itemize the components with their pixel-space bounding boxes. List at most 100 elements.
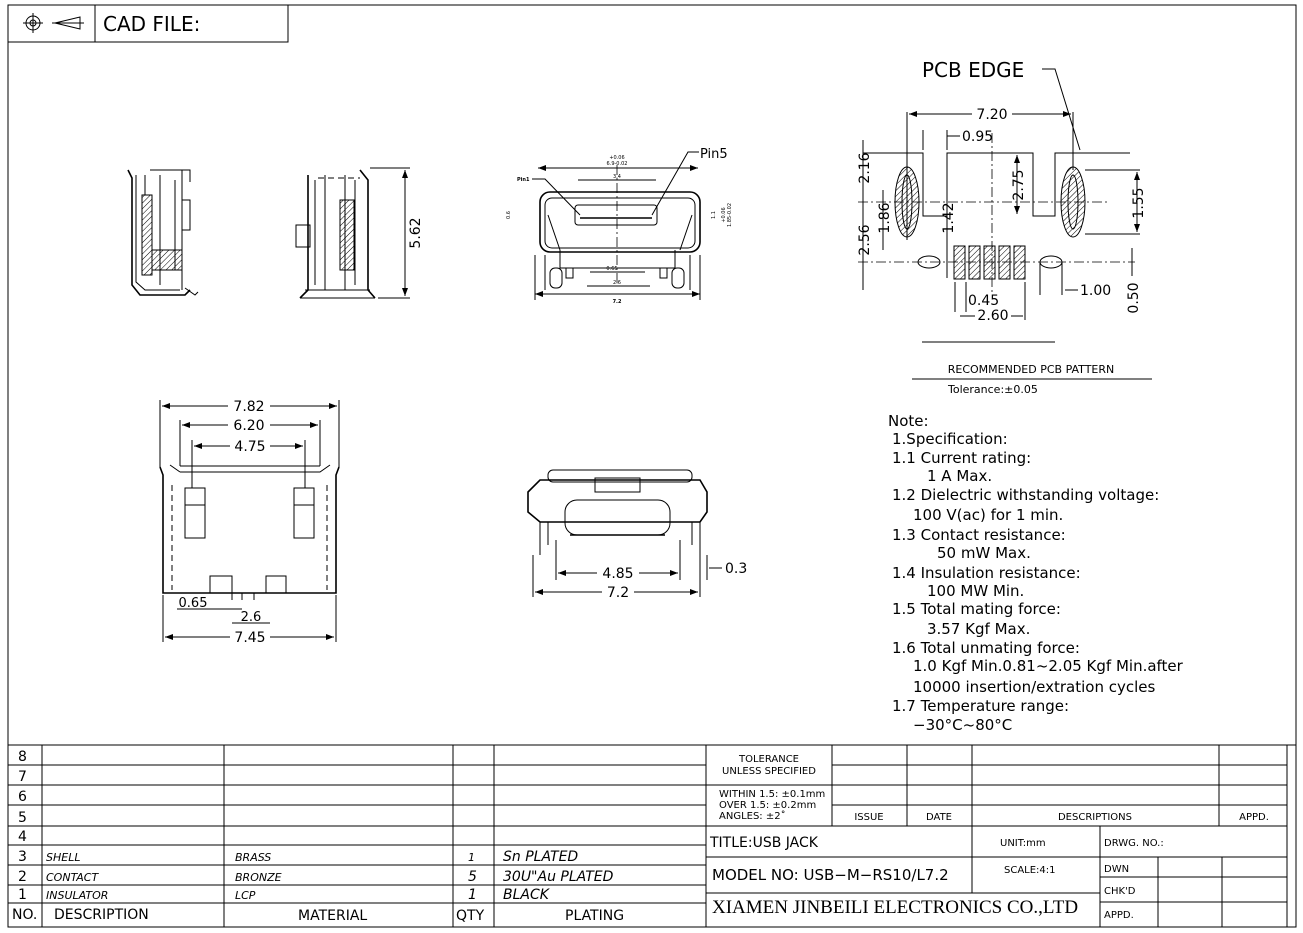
checked-by-label: CHK'D [1104, 886, 1136, 897]
front-view: +0.06 6.9-0.02 3.4 0.65 2.6 7.2 0.6 1.1 … [506, 147, 733, 305]
bom-row-insulator: 1 INSULATOR LCP 1 BLACK [18, 887, 551, 903]
pcb-pattern-caption: RECOMMENDED PCB PATTERN [948, 363, 1115, 376]
left-height-dimension: 0.6 [506, 211, 512, 219]
bom-description: CONTACT [46, 871, 99, 884]
cad-file-header: CAD FILE: [7, 4, 289, 43]
inner-width-dimension: 3.4 [613, 174, 621, 180]
width-tolerance: +0.06 [609, 155, 624, 161]
drawn-by-label: DWN [1104, 864, 1129, 875]
cad-file-label: CAD FILE: [103, 12, 200, 36]
approved-by-label: APPD. [1104, 910, 1134, 921]
pcb-edge-label: PCB EDGE [922, 58, 1024, 82]
note-line: 1.1 Current rating: [892, 449, 1031, 467]
bom-qty: 1 [468, 887, 477, 903]
notes-title: Note: [888, 412, 929, 430]
issue-header: ISSUE [854, 812, 883, 823]
dim-0-65: 0.65 [179, 596, 208, 611]
header-qty: QTY [456, 908, 485, 924]
tolerance-heading: TOLERANCE [738, 754, 799, 765]
first-angle-projection-icon [23, 13, 84, 33]
span-dimension: 2.6 [613, 280, 621, 286]
dim-0-3: 0.3 [725, 561, 747, 577]
tolerance-angles: ANGLES: ±2˚ [719, 810, 786, 822]
scale-label: SCALE:4:1 [1004, 865, 1056, 876]
pad [998, 245, 1011, 280]
bom-description: SHELL [46, 851, 80, 864]
dim-1-42: 1.42 [941, 202, 957, 233]
bill-of-materials: 8 7 6 5 4 3 SHELL BRASS 1 Sn PLATED 2 CO… [8, 744, 1296, 927]
tolerance-within: WITHIN 1.5: ±0.1mm [719, 789, 825, 800]
pin5-label: Pin5 [700, 147, 728, 162]
bom-no: 1 [18, 887, 27, 903]
row-number: 6 [18, 789, 27, 805]
date-header: DATE [926, 812, 952, 823]
note-line: 3.57 Kgf Max. [927, 620, 1030, 638]
right-dimension: 1.85-0.02 [727, 203, 733, 227]
unit-label: UNIT:mm [1000, 838, 1046, 849]
dim-2-6: 2.6 [241, 610, 262, 625]
bom-material: LCP [235, 889, 256, 902]
pcb-pattern: PCB EDGE 7.20 0.95 2.75 1.55 [857, 58, 1152, 396]
overall-width-dimension: 7.2 [613, 299, 622, 305]
model-number: MODEL NO: USB−M−RS10/L7.2 [712, 866, 949, 884]
bom-material: BRONZE [235, 871, 282, 884]
note-line: 100 V(ac) for 1 min. [913, 506, 1063, 524]
bom-material: BRASS [235, 851, 271, 864]
pad [1013, 245, 1026, 280]
note-line: 1.0 Kgf Min.0.81~2.05 Kgf Min.after [913, 657, 1184, 675]
header-no: NO. [12, 907, 37, 923]
dim-7-20: 7.20 [976, 107, 1007, 123]
note-line: 10000 insertion/extration cycles [913, 678, 1156, 696]
header-plating: PLATING [565, 908, 624, 924]
right-tolerance: +0.06 [721, 207, 727, 222]
bom-description: INSULATOR [46, 889, 108, 902]
note-line: 1.4 Insulation resistance: [892, 564, 1081, 582]
dim-1-86: 1.86 [877, 202, 893, 233]
bom-plating: BLACK [503, 887, 551, 903]
row-number: 4 [18, 829, 27, 845]
bom-row-contact: 2 CONTACT BRONZE 5 30U"Au PLATED [18, 869, 614, 885]
descriptions-header: DESCRIPTIONS [1058, 812, 1132, 823]
dim-2-60: 2.60 [977, 308, 1008, 324]
appd-header: APPD. [1239, 812, 1269, 823]
row-number: 5 [18, 810, 27, 826]
bom-no: 2 [18, 869, 27, 885]
company-name: XIAMEN JINBEILI ELECTRONICS CO.,LTD [712, 897, 1078, 918]
note-line: 1.7 Temperature range: [892, 697, 1069, 715]
rear-view: 4.85 7.2 0.3 [527, 469, 747, 601]
bom-plating: 30U"Au PLATED [503, 869, 614, 885]
row-number: 7 [18, 769, 27, 785]
header-material: MATERIAL [298, 908, 367, 924]
note-line: 1.2 Dielectric withstanding voltage: [892, 486, 1159, 504]
dim-1-55: 1.55 [1131, 187, 1147, 218]
header-description: DESCRIPTION [54, 907, 149, 923]
side-view-left [127, 169, 199, 296]
bottom-view: 7.82 6.20 4.75 0.65 2.6 7.45 [159, 398, 340, 646]
note-line: 1 A Max. [927, 467, 992, 485]
row-number: 8 [18, 749, 27, 765]
pad [983, 245, 996, 280]
dim-0-45: 0.45 [968, 293, 999, 309]
dim-2-56: 2.56 [857, 224, 873, 255]
bom-qty: 5 [468, 869, 477, 885]
drawing-number-label: DRWG. NO.: [1104, 838, 1164, 849]
side-view-right: 5.62 [295, 167, 424, 299]
drawing-frame [7, 4, 1297, 928]
width-dimension: 6.9-0.02 [607, 161, 628, 167]
dim-4-85: 4.85 [602, 566, 633, 582]
dim-4-75: 4.75 [234, 439, 265, 455]
pad [968, 245, 981, 280]
note-line: 1.6 Total unmating force: [892, 639, 1080, 657]
bom-qty: 1 [468, 851, 475, 864]
height-dimension: 5.62 [408, 217, 424, 248]
note-line: −30°C~80°C [913, 716, 1012, 734]
specification-notes: Note: 1.Specification: 1.1 Current ratin… [888, 412, 1184, 734]
dim-2-16: 2.16 [857, 152, 873, 183]
pin1-label: Pin1 [517, 177, 530, 183]
dim-2-75: 2.75 [1011, 169, 1027, 200]
pcb-tolerance: Tolerance:±0.05 [947, 383, 1038, 396]
dim-0-50: 0.50 [1126, 282, 1142, 313]
dim-7-45: 7.45 [234, 630, 265, 646]
note-line: 50 mW Max. [937, 544, 1031, 562]
